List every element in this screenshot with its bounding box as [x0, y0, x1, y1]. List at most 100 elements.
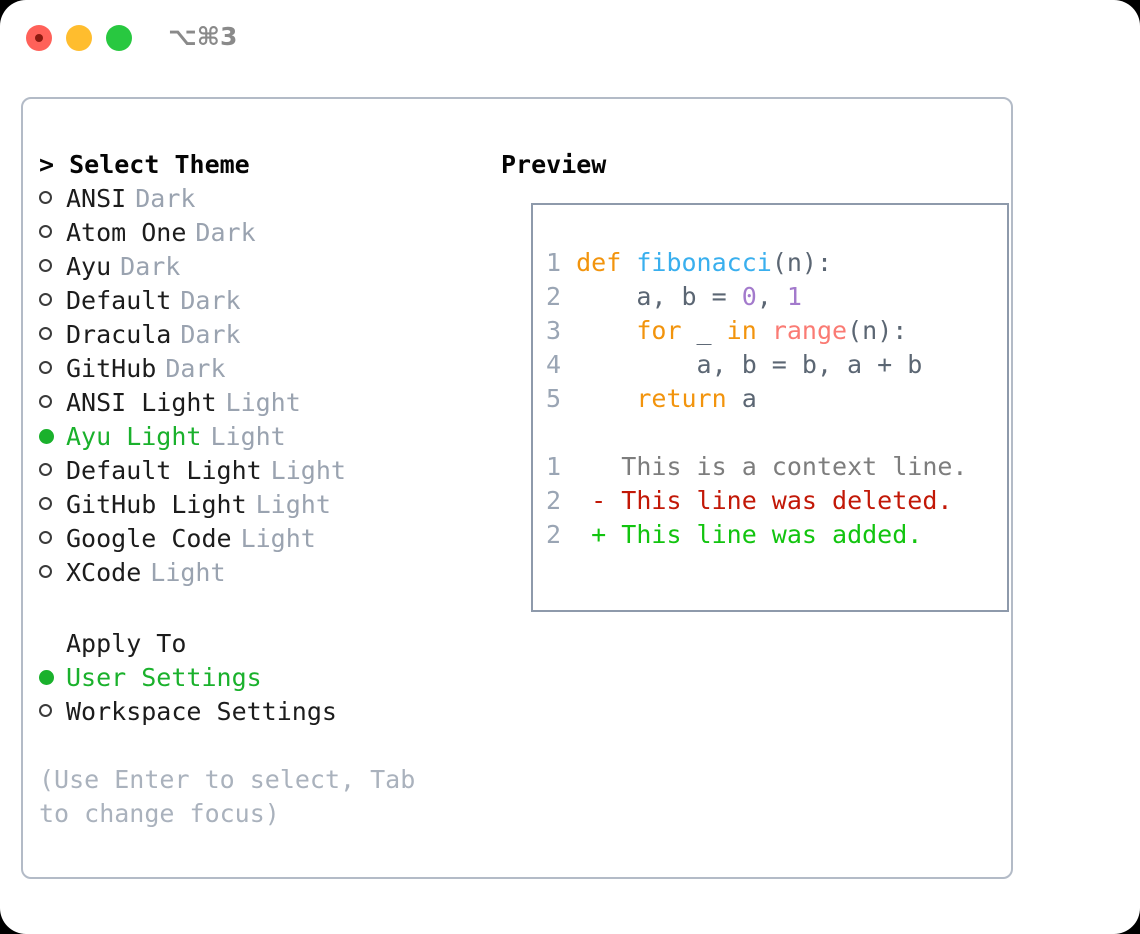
code-token-plain: a, b =	[576, 282, 742, 311]
preview-title: Preview	[501, 150, 607, 179]
close-button-icon[interactable]	[26, 25, 52, 51]
theme_picker-item-variant-tag: Light	[225, 388, 301, 417]
keyboard-hint-text: (Use Enter to select, Tab to change focu…	[39, 765, 431, 828]
diff-line-text: This line was added.	[621, 520, 923, 549]
theme_picker-item-label: Atom One	[66, 218, 187, 247]
diff-gutter-gap	[561, 520, 591, 549]
code-token-plain	[576, 384, 636, 413]
diff-line-text: This is a context line.	[621, 452, 968, 481]
diff-line-number: 1	[546, 452, 562, 481]
code-token-keyword: def	[576, 248, 637, 277]
apply_to-item-workspace-settings[interactable]: Workspace Settings	[39, 695, 479, 729]
maximize-button-icon[interactable]	[106, 25, 132, 51]
apply_to-item-user-settings[interactable]: User Settings	[39, 661, 479, 695]
theme_picker-item-variant-tag: Dark	[135, 184, 196, 213]
code-token-punctuation: (n):	[847, 316, 908, 345]
theme_picker-item-variant-tag: Dark	[120, 252, 181, 281]
code-token-number: 1	[786, 282, 802, 311]
keyboard-shortcut-label: ⌥⌘3	[168, 22, 238, 51]
code-diff-gap	[546, 416, 967, 450]
code-token-punctuation: (n):	[771, 248, 833, 277]
code-gutter-gap	[561, 282, 576, 311]
theme_picker-item-variant-tag: Light	[255, 490, 331, 519]
code-line-number: 3	[546, 316, 562, 345]
theme_picker-item-default[interactable]: Default Dark	[39, 284, 479, 318]
code-line-number: 4	[546, 350, 562, 379]
theme_picker-item-ayu-light[interactable]: Ayu Light Light	[39, 420, 479, 454]
theme_picker-item-label: Ayu Light	[66, 422, 202, 451]
diff-line-text: This line was deleted.	[621, 486, 953, 515]
theme_picker-item-variant-tag: Light	[270, 456, 346, 485]
apply_to-item-label: Workspace Settings	[66, 697, 337, 726]
diff-line-deleted: 2 - This line was deleted.	[546, 484, 967, 518]
code-line: 3 for _ in range(n):	[546, 314, 967, 348]
theme_picker-item-default-light[interactable]: Default Light Light	[39, 454, 479, 488]
code-token-keyword: for	[636, 316, 682, 345]
theme_picker-item-label: XCode	[66, 558, 142, 587]
apply-to-header: Apply To	[66, 629, 187, 658]
theme_picker-item-google-code[interactable]: Google Code Light	[39, 522, 479, 556]
theme_picker-item-variant-tag: Light	[240, 524, 316, 553]
theme_picker-item-label: ANSI	[66, 184, 127, 213]
code-gutter-gap	[561, 384, 576, 413]
theme_picker-item-dracula[interactable]: Dracula Dark	[39, 318, 479, 352]
theme_picker-item-label: Default	[66, 286, 172, 315]
code-line-number: 1	[546, 248, 562, 277]
code-gutter-gap	[561, 316, 576, 345]
preview-column: Preview 1 def fibonacci(n):2 a, b = 0, 1…	[501, 148, 1009, 612]
code-token-plain: ,	[756, 282, 787, 311]
code-gutter-gap	[561, 350, 576, 379]
theme_picker-item-label: Dracula	[66, 320, 172, 349]
diff-line-context: 1 This is a context line.	[546, 450, 967, 484]
hint-spacer	[39, 729, 479, 763]
diff-gutter-gap	[561, 486, 591, 515]
code-token-plain	[757, 316, 772, 345]
diff-marker: -	[591, 486, 607, 515]
code-token-function: fibonacci	[636, 248, 772, 277]
theme_picker-item-github[interactable]: GitHub Dark	[39, 352, 479, 386]
code-line: 4 a, b = b, a + b	[546, 348, 967, 382]
diff-line-added: 2 + This line was added.	[546, 518, 967, 552]
title-bar: ⌥⌘3	[0, 0, 1140, 78]
code-token-plain	[576, 316, 636, 345]
theme_picker-item-variant-tag: Light	[150, 558, 226, 587]
minimize-button-icon[interactable]	[66, 25, 92, 51]
theme_picker-item-label: Google Code	[66, 524, 232, 553]
theme_picker-item-ansi[interactable]: ANSI Dark	[39, 182, 479, 216]
theme_picker-item-label: Default Light	[66, 456, 262, 485]
theme_picker-item-variant-tag: Dark	[165, 354, 226, 383]
code-token-builtin: range	[771, 316, 848, 345]
code-line: 5 return a	[546, 382, 967, 416]
code-gutter-gap	[561, 248, 576, 277]
code-token-plain: _	[681, 316, 727, 345]
apply_to-item-label: User Settings	[66, 663, 262, 692]
code-line-number: 2	[546, 282, 562, 311]
code-token-plain: a	[726, 384, 757, 413]
theme_picker-item-variant-tag: Light	[210, 422, 286, 451]
theme_picker-item-label: GitHub	[66, 354, 157, 383]
theme_picker-item-variant-tag: Dark	[180, 320, 241, 349]
code-token-keyword: in	[726, 316, 757, 345]
theme_picker-item-label: ANSI Light	[66, 388, 217, 417]
code-line-number: 5	[546, 384, 562, 413]
code-token-plain: a, b = b, a + b	[576, 350, 923, 379]
theme_picker-item-xcode[interactable]: XCode Light	[39, 556, 479, 590]
traffic-lights	[26, 25, 132, 51]
diff-marker-gap	[606, 452, 621, 481]
section-spacer	[39, 590, 479, 627]
diff-marker-gap	[606, 520, 621, 549]
diff-marker-gap	[606, 486, 621, 515]
theme_picker-item-variant-tag: Dark	[180, 286, 241, 315]
theme_picker-item-ansi-light[interactable]: ANSI Light Light	[39, 386, 479, 420]
